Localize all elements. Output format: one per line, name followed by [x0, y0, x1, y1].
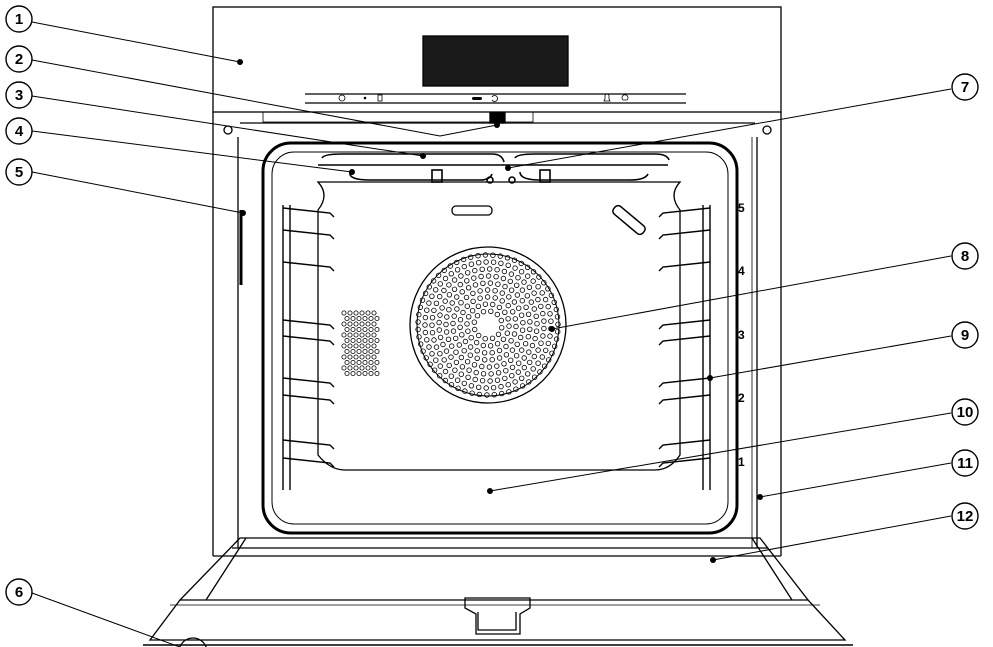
callout-10: 10	[951, 398, 979, 426]
menu-icon	[377, 94, 383, 102]
meat-probe-socket	[612, 204, 646, 236]
shelf-level-5: 5	[738, 201, 745, 215]
bell-icon	[603, 93, 611, 102]
slider-icon	[472, 97, 482, 100]
callout-11-number: 11	[957, 455, 973, 472]
callout-7: 7	[951, 73, 979, 101]
shelf-level-3: 3	[738, 328, 745, 342]
callout-leaders	[31, 21, 952, 647]
oven-door	[143, 537, 853, 647]
oven-light	[451, 205, 493, 216]
callout-3-number: 3	[15, 87, 23, 104]
callout-8: 8	[951, 242, 979, 270]
fan-cover	[409, 246, 567, 404]
door-latch	[489, 112, 506, 124]
callout-12-number: 12	[957, 508, 974, 525]
door-lock-hook	[464, 597, 531, 635]
top-heating-element	[318, 153, 670, 184]
side-runners-right	[658, 205, 711, 490]
callout-badges: 1 2 3 4 5 6 7 8	[5, 5, 979, 606]
door-sensor	[179, 637, 207, 647]
callout-7-number: 7	[961, 79, 969, 96]
hinge-screw-left	[223, 125, 233, 135]
callout-4-number: 4	[15, 123, 24, 140]
callout-3: 3	[5, 81, 33, 109]
back-icon	[491, 95, 498, 102]
light-icon	[621, 94, 629, 101]
callout-10-number: 10	[957, 404, 974, 421]
callout-2: 2	[5, 45, 33, 73]
side-vent	[341, 310, 380, 376]
callout-1-number: 1	[15, 11, 23, 28]
callout-12: 12	[951, 502, 979, 530]
callout-6: 6	[5, 578, 33, 606]
callout-8-number: 8	[961, 248, 969, 265]
sensor-dot-icon	[363, 96, 367, 100]
callout-2-number: 2	[15, 51, 23, 68]
shelf-level-labels: 5 4 3 2 1	[738, 201, 745, 469]
callout-1: 1	[5, 5, 33, 33]
callout-5-number: 5	[15, 164, 23, 181]
callout-11: 11	[951, 449, 979, 477]
oven-frame	[212, 111, 782, 557]
callout-9: 9	[951, 321, 979, 349]
power-icon	[338, 94, 346, 102]
callout-5: 5	[5, 158, 33, 186]
control-panel	[212, 6, 782, 113]
door-hinge-left	[205, 537, 247, 601]
shelf-level-4: 4	[738, 264, 745, 278]
oven-cavity	[261, 141, 739, 535]
callout-6-number: 6	[15, 584, 23, 601]
hinge-screw-right	[762, 125, 772, 135]
door-hinge-right	[751, 537, 793, 601]
callout-9-number: 9	[961, 327, 969, 344]
shelf-level-2: 2	[738, 391, 745, 405]
callout-endpoints	[237, 59, 763, 563]
side-runners-left	[282, 205, 335, 490]
display-screen	[422, 35, 569, 87]
callout-4: 4	[5, 117, 33, 145]
shelf-level-1: 1	[738, 455, 745, 469]
